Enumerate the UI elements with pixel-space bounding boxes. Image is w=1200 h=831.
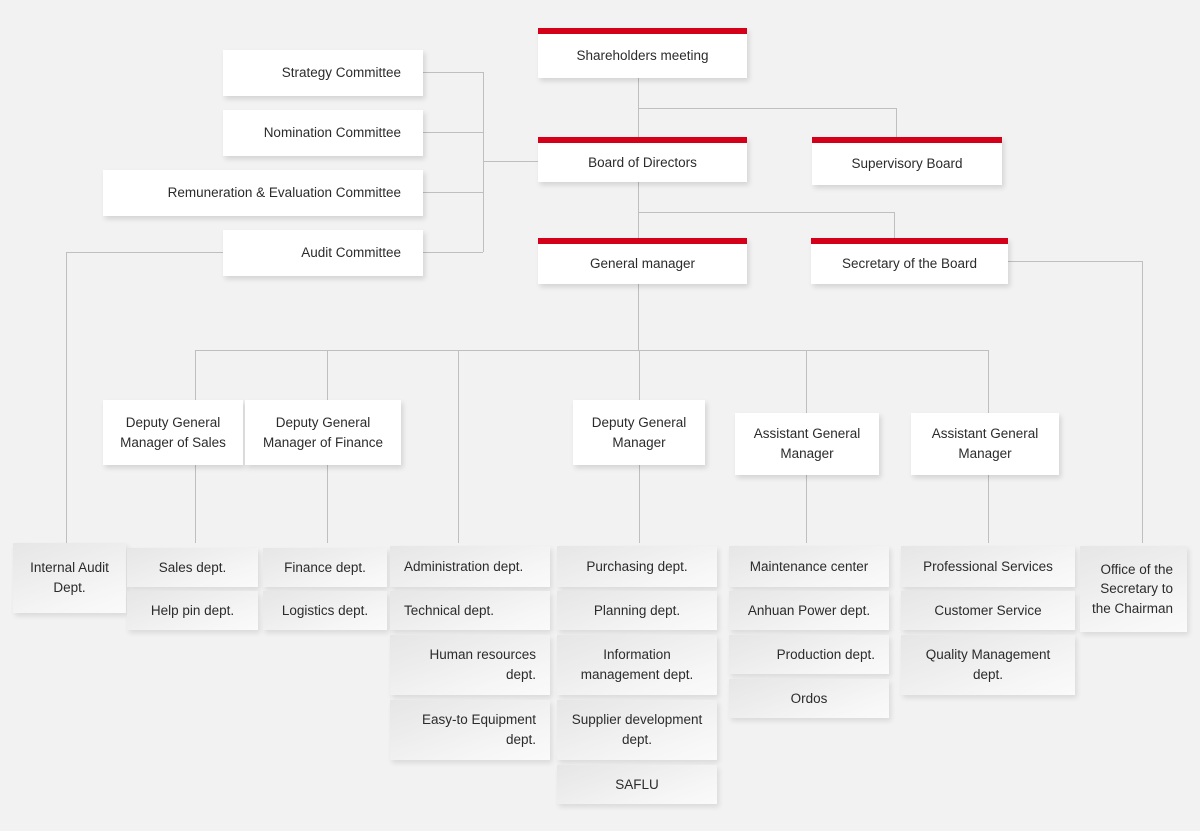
connector-strategy-stub <box>423 72 483 73</box>
dept-maintenance-center[interactable]: Maintenance center <box>729 546 889 587</box>
dept-internal-audit[interactable]: Internal Audit Dept. <box>13 543 126 613</box>
dept-easy-to-equipment[interactable]: Easy-to Equipment dept. <box>390 700 550 760</box>
dept-logistics[interactable]: Logistics dept. <box>263 591 387 630</box>
node-label: Assistant General Manager <box>931 426 1039 461</box>
dept-planning[interactable]: Planning dept. <box>557 591 717 630</box>
node-remuneration-evaluation-committee[interactable]: Remuneration & Evaluation Committee <box>103 170 423 216</box>
dept-label: Production dept. <box>776 646 875 662</box>
dept-label: Office of the Secretary to the Chairman <box>1091 561 1173 616</box>
node-supervisory-board[interactable]: Supervisory Board <box>812 137 1002 185</box>
connector-secretary-to-right-rail <box>1008 261 1142 262</box>
connector-board-down <box>638 182 639 212</box>
dept-label: Logistics dept. <box>281 602 369 618</box>
connector-drop-administration <box>458 350 459 543</box>
node-strategy-committee[interactable]: Strategy Committee <box>223 50 423 96</box>
dept-saflu[interactable]: SAFLU <box>557 765 717 804</box>
node-shareholders-meeting[interactable]: Shareholders meeting <box>538 28 747 78</box>
dept-label: Customer Service <box>934 602 1042 618</box>
dept-label: Finance dept. <box>284 559 366 575</box>
dept-help-pin[interactable]: Help pin dept. <box>127 591 258 630</box>
dept-quality-management[interactable]: Quality Management dept. <box>901 635 1075 695</box>
dept-human-resources[interactable]: Human resources dept. <box>390 635 550 695</box>
connector-nomination-stub <box>423 132 483 133</box>
dept-label: Anhuan Power dept. <box>747 602 871 618</box>
dept-label: Administration dept. <box>404 558 524 574</box>
dept-label: Information management dept. <box>580 647 694 682</box>
connector-supervisory-drop <box>896 108 897 139</box>
node-label: Secretary of the Board <box>841 256 978 272</box>
dept-purchasing[interactable]: Purchasing dept. <box>557 546 717 587</box>
dept-label: Purchasing dept. <box>586 558 688 574</box>
dept-label: Planning dept. <box>593 602 681 618</box>
dept-label: Easy-to Equipment dept. <box>421 712 536 747</box>
node-assistant-general-manager-1[interactable]: Assistant General Manager <box>735 413 879 475</box>
node-label: Deputy General Manager of Sales <box>120 414 226 450</box>
connector-left-rail <box>66 252 67 543</box>
dept-office-of-secretary-to-chairman[interactable]: Office of the Secretary to the Chairman <box>1080 546 1187 632</box>
connector-secretary-drop <box>894 212 895 241</box>
node-label: Deputy General Manager <box>591 414 687 450</box>
connector-gm-stem <box>638 284 639 350</box>
node-secretary-of-the-board[interactable]: Secretary of the Board <box>811 238 1008 284</box>
dept-ordos[interactable]: Ordos <box>729 679 889 718</box>
dept-anhuan-power[interactable]: Anhuan Power dept. <box>729 591 889 630</box>
connector-shareholders-down <box>638 78 639 108</box>
dept-professional-services[interactable]: Professional Services <box>901 546 1075 587</box>
dept-label: SAFLU <box>615 776 659 792</box>
dept-supplier-development[interactable]: Supplier development dept. <box>557 700 717 760</box>
connector-gm-drop <box>638 212 639 241</box>
dept-finance[interactable]: Finance dept. <box>263 548 387 587</box>
node-label: Remuneration & Evaluation Committee <box>167 185 401 201</box>
node-deputy-general-manager-of-finance[interactable]: Deputy General Manager of Finance <box>245 400 401 465</box>
dept-label: Internal Audit Dept. <box>30 560 109 595</box>
dept-label: Help pin dept. <box>150 602 235 618</box>
dept-label: Professional Services <box>923 558 1053 574</box>
node-audit-committee[interactable]: Audit Committee <box>223 230 423 276</box>
node-label: Shareholders meeting <box>576 48 709 64</box>
node-board-of-directors[interactable]: Board of Directors <box>538 137 747 182</box>
connector-committee-bus <box>483 72 484 252</box>
node-label: Audit Committee <box>301 245 401 261</box>
dept-sales[interactable]: Sales dept. <box>127 548 258 587</box>
dept-production[interactable]: Production dept. <box>729 635 889 674</box>
node-label: Board of Directors <box>588 154 697 170</box>
connector-committee-to-board <box>483 161 540 162</box>
node-label: General manager <box>589 256 696 272</box>
dept-label: Technical dept. <box>404 602 495 618</box>
connector-shareholders-bus <box>638 108 896 109</box>
node-deputy-general-manager-of-sales[interactable]: Deputy General Manager of Sales <box>103 400 243 465</box>
node-label: Assistant General Manager <box>753 426 861 461</box>
dept-technical[interactable]: Technical dept. <box>390 591 550 630</box>
dept-label: Quality Management dept. <box>925 647 1051 682</box>
dept-label: Sales dept. <box>158 559 227 575</box>
connector-board-bus <box>638 212 894 213</box>
connector-remuneration-stub <box>423 192 483 193</box>
connector-audit-to-left-rail <box>66 252 223 253</box>
node-nomination-committee[interactable]: Nomination Committee <box>223 110 423 156</box>
node-label: Nomination Committee <box>263 125 401 141</box>
dept-information-management[interactable]: Information management dept. <box>557 635 717 695</box>
connector-board-drop <box>638 108 639 139</box>
dept-customer-service[interactable]: Customer Service <box>901 591 1075 630</box>
node-label: Strategy Committee <box>281 65 401 81</box>
connector-right-rail <box>1142 261 1143 543</box>
node-assistant-general-manager-2[interactable]: Assistant General Manager <box>911 413 1059 475</box>
dept-label: Ordos <box>790 690 828 706</box>
dept-label: Human resources dept. <box>429 647 536 682</box>
node-label: Deputy General Manager of Finance <box>262 414 384 450</box>
node-label: Supervisory Board <box>851 156 963 172</box>
dept-label: Supplier development dept. <box>571 712 703 747</box>
dept-administration[interactable]: Administration dept. <box>390 546 550 587</box>
connector-audit-stub <box>423 252 483 253</box>
node-deputy-general-manager[interactable]: Deputy General Manager <box>573 400 705 465</box>
dept-label: Maintenance center <box>749 558 869 574</box>
connector-managers-bus <box>195 350 989 351</box>
node-general-manager[interactable]: General manager <box>538 238 747 284</box>
